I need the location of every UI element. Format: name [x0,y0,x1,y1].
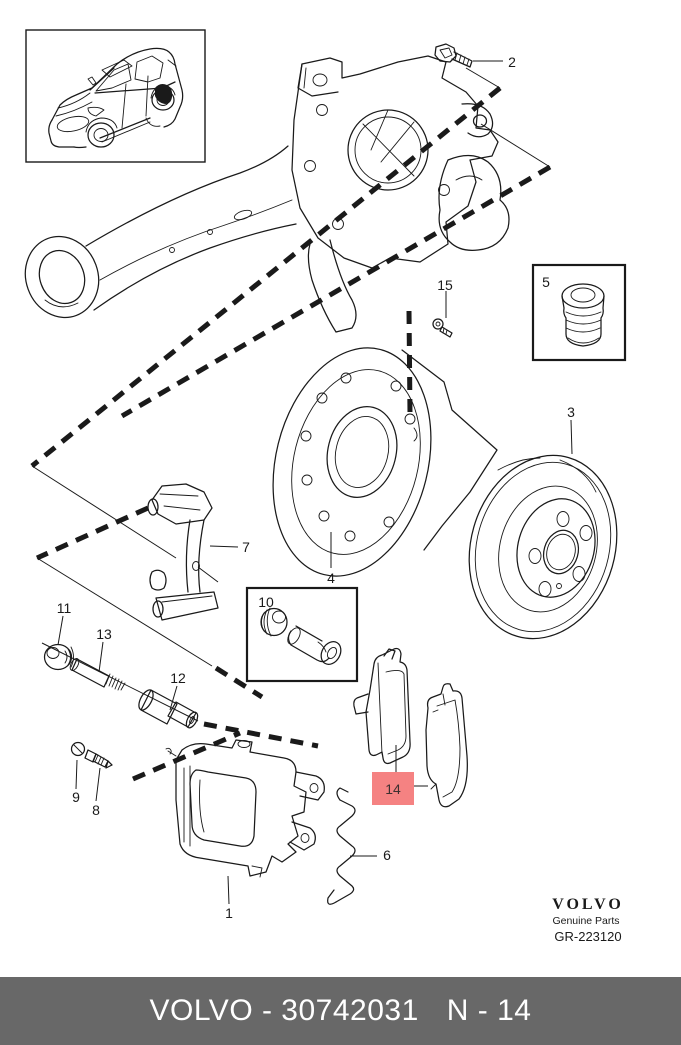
callout-5[interactable]: 5 [542,274,550,290]
callout-10[interactable]: 10 [258,594,274,610]
callout-15[interactable]: 15 [437,277,453,293]
brake-caliper-1-drawing [165,739,325,878]
bolt-2-drawing [434,43,473,68]
callout-13[interactable]: 13 [96,626,112,642]
alignment-dash-line-vertical [406,310,413,415]
cap-5-drawing [561,283,605,347]
alignment-dash-segment-bracket [214,665,264,700]
assembly-alignment-lines [30,67,552,782]
callout-3[interactable]: 3 [567,404,575,420]
car-location-thumbnail [25,29,206,163]
branding-block: VOLVO Genuine Parts GR-223120 [552,896,624,944]
box-10-frame [245,586,359,683]
alignment-dash-line-lower [35,505,150,561]
exploded-parts-illustration: 1 2 3 4 5 6 7 8 9 10 11 12 13 14 15 VOLV… [24,29,627,944]
callout-8[interactable]: 8 [92,802,100,818]
alignment-dash-line-caliper [132,730,241,782]
genuine-parts-tagline: Genuine Parts [552,915,619,927]
guide-pin-13-drawing [69,658,126,691]
car-thumbnail-frame [25,29,206,163]
bushing-12-drawing [138,689,199,729]
callout-11[interactable]: 11 [57,600,72,616]
footer-page-ref: N - 14 [446,994,532,1027]
car-rear-brake-highlight-drawing [48,47,184,149]
guide-pin-kit-10-drawing [260,607,342,665]
spring-clip-6-drawing [327,787,356,905]
callout-6[interactable]: 6 [383,847,391,863]
brake-pad-outer-drawing [425,683,468,808]
brake-disc-3-drawing [468,454,618,640]
drawing-code: GR-223120 [554,929,621,944]
callout-4[interactable]: 4 [327,570,335,586]
screw-15-drawing [432,318,453,338]
caliper-bracket-7-drawing [147,483,219,621]
alignment-dash-line-middle [120,164,552,419]
callout-7[interactable]: 7 [242,539,250,555]
box-5-frame [531,263,627,362]
backing-plate-4-drawing [272,347,498,577]
plug-11-drawing [43,643,74,671]
brake-pad-inner-14-drawing [353,647,411,765]
callout-leader-lines [57,60,573,905]
rear-wheel-highlight-spot [155,84,173,104]
trailing-arm-knuckle-drawing [24,55,510,333]
callout-9[interactable]: 9 [72,789,80,805]
bleed-screw-8-drawing [84,749,113,769]
callout-12[interactable]: 12 [170,670,186,686]
alignment-dash-line-upper [30,86,502,468]
callout-14-highlighted[interactable]: 14 [385,781,401,797]
highlighted-part-14-box[interactable] [372,772,414,805]
footer-banner: VOLVO - 30742031 N - 14 [0,977,681,1045]
callout-labels: 1 2 3 4 5 6 7 8 9 10 11 12 13 14 15 [57,54,575,921]
callout-2[interactable]: 2 [508,54,516,70]
alignment-dash-line-pin-axis [203,721,319,749]
callout-1[interactable]: 1 [225,905,233,921]
cap-9-drawing [70,741,86,757]
component-box-10 [245,586,359,683]
footer-part-number: VOLVO - 30742031 [149,994,419,1027]
component-box-5 [531,263,627,362]
volvo-logo-text: VOLVO [552,896,624,913]
